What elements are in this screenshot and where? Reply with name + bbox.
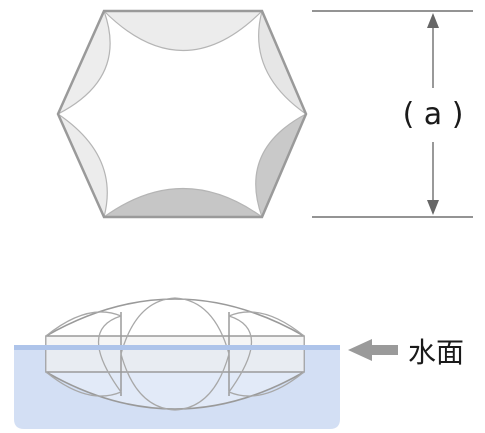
hexagon-top-view bbox=[56, 9, 308, 219]
crystal-arcs bbox=[45, 297, 305, 411]
crystal-band bbox=[46, 336, 304, 372]
side-view bbox=[14, 297, 340, 429]
dimension-arrow-up-icon bbox=[427, 13, 439, 28]
inner-arcs bbox=[57, 10, 307, 218]
dimension-arrow-down-icon bbox=[427, 200, 439, 215]
dimension-label: ( a ) bbox=[403, 97, 464, 132]
water-surface-label: 水面 bbox=[408, 336, 464, 369]
pointer-arrow-icon bbox=[348, 339, 398, 361]
bulge-lower-right bbox=[255, 114, 306, 217]
water-surface-line bbox=[14, 345, 340, 350]
hexagon-outline bbox=[56, 9, 308, 219]
water-surface-pointer: 水面 bbox=[348, 336, 464, 369]
dimension-indicator: ( a ) bbox=[312, 10, 473, 218]
bulge-upper-left bbox=[58, 11, 111, 114]
hexagon-body bbox=[58, 11, 306, 217]
